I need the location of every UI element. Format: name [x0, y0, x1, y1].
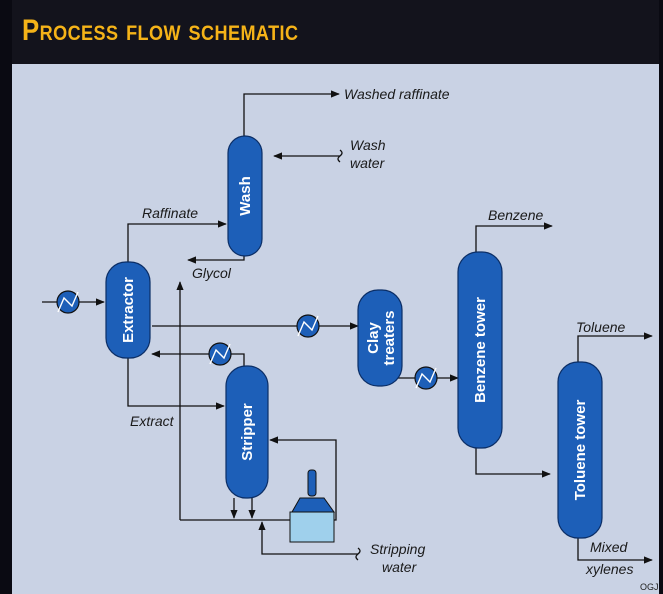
stripping-water-break [355, 547, 361, 561]
mixed-xylenes-label-line1: Mixed [590, 539, 629, 555]
extractor-column: Extractor [105, 261, 151, 359]
benzene-tower-label: Benzene tower [472, 297, 489, 403]
stripper-overhead-exchanger-icon [208, 342, 232, 366]
toluene-label: Toluene [576, 319, 626, 335]
reboiler-return-line [180, 436, 337, 521]
wash-water-break [337, 149, 343, 163]
wash-water-label-line1: Wash [350, 137, 386, 153]
stripping-water-label-line1: Stripping [370, 541, 425, 557]
page-title: Process flow schematic [22, 14, 299, 47]
stripper-label: Stripper [239, 403, 256, 461]
benzene-tower: Benzene tower [457, 251, 503, 449]
wash-water-label-line2: water [350, 155, 386, 171]
extractor-label: Extractor [120, 277, 137, 343]
reboiler-drum-icon [289, 469, 335, 543]
benzene-label: Benzene [488, 207, 543, 223]
process-flow-diagram: Wash Extractor Stripper Clay treaters Be… [42, 86, 659, 592]
title-bar: Process flow schematic [12, 0, 659, 64]
raffinate-line [127, 220, 227, 262]
credit-label: OGJ [640, 582, 659, 592]
toluene-tower-label: Toluene tower [572, 400, 589, 501]
clay-treaters-label-line2: treaters [381, 310, 398, 365]
washed-raffinate-line [243, 90, 340, 142]
toluene-line [577, 332, 653, 362]
clay-treaters-vessel: Clay treaters [357, 289, 403, 387]
stripping-water-line [258, 521, 358, 555]
raffinate-label: Raffinate [142, 205, 198, 221]
glycol-label: Glycol [192, 265, 232, 281]
clay-feed-exchanger-icon [296, 314, 320, 338]
wash-label: Wash [237, 176, 254, 215]
stripper-column: Stripper [225, 365, 269, 499]
clay-treaters-label-line1: Clay [365, 322, 382, 354]
benzene-line [475, 222, 553, 262]
benzene-feed-exchanger-icon [414, 366, 438, 390]
washed-raffinate-label: Washed raffinate [344, 86, 450, 102]
mixed-xylenes-label-line2: xylenes [585, 561, 633, 577]
extract-line [127, 354, 225, 410]
stripping-water-label-line2: water [382, 559, 418, 575]
wash-column: Wash [227, 135, 263, 257]
extract-label: Extract [130, 413, 175, 429]
toluene-tower: Toluene tower [557, 361, 603, 539]
feed-exchanger-icon [56, 290, 80, 314]
stripper-overhead-line [151, 350, 245, 366]
mixed-xylenes-line [577, 534, 653, 564]
